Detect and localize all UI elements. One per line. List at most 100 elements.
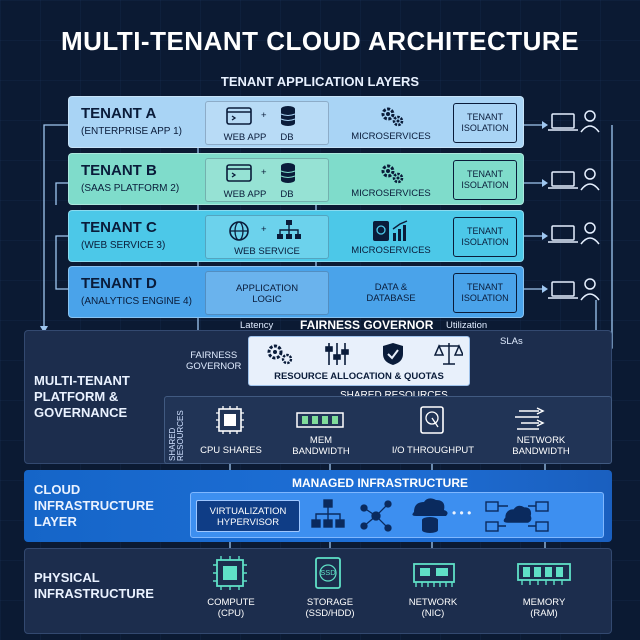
utilization-label: Utilization — [446, 320, 488, 331]
slas-label: SLAs — [500, 336, 523, 347]
shared-resources-box: SHARED RESOURCES CPU SHARES MEM BANDWIDT… — [164, 396, 612, 464]
tenant-isolation-box: TENANT ISOLATION — [453, 217, 517, 257]
left-connector — [43, 124, 68, 326]
scales-icon — [433, 343, 463, 365]
app-label: APPLICATION LOGIC — [235, 283, 299, 305]
tenant-description: (SAAS PLATFORM 2) — [81, 183, 180, 194]
plus-icon: + — [261, 167, 267, 178]
app-cell: + WEB SERVICE — [205, 215, 329, 259]
ellipsis-dots: • • • — [452, 506, 472, 520]
physical-infrastructure-panel — [24, 548, 612, 634]
app-label: WEB SERVICE — [234, 246, 300, 257]
isolation-label: TENANT ISOLATION — [461, 282, 509, 303]
diagram-title: MULTI-TENANT CLOUD ARCHITECTURE — [60, 26, 580, 56]
ssd-icon — [315, 557, 341, 589]
app-label: WEB APP — [223, 132, 267, 143]
memory-module-icon — [296, 412, 344, 428]
fairness-governor-side-label: FAIRNESS GOVERNOR — [186, 350, 242, 372]
database-icon — [280, 105, 296, 127]
sliders-icon — [325, 343, 349, 365]
network-nic-label: NETWORK (NIC) — [408, 597, 458, 619]
mem-bandwidth-label: MEM BANDWIDTH — [292, 435, 350, 457]
cpu-chip-icon — [213, 556, 247, 590]
managed-infrastructure-title: MANAGED INFRASTRUCTURE — [292, 476, 468, 490]
hard-drive-icon — [420, 406, 444, 434]
hierarchy-icon — [311, 499, 345, 528]
cloud-database-icon — [412, 498, 448, 533]
physical-icons — [213, 556, 571, 590]
globe-icon — [228, 220, 250, 242]
compute-cpu-label: COMPUTE (CPU) — [207, 597, 255, 619]
tenant-b-row: TENANT B (SAAS PLATFORM 2) + WEB APP DB … — [68, 153, 524, 205]
physical-layer-label: PHYSICAL INFRASTRUCTURE — [34, 570, 154, 601]
cpu-icon — [216, 406, 244, 434]
gears-icon — [379, 105, 405, 129]
microservices-label: MICROSERVICES — [351, 188, 431, 199]
platform-layer-label: MULTI-TENANT PLATFORM & GOVERNANCE — [34, 373, 130, 420]
network-tree-icon — [276, 219, 302, 241]
ram-icon — [517, 563, 571, 585]
tenant-description: (WEB SERVICE 3) — [81, 240, 166, 251]
database-icon — [280, 162, 296, 184]
virtualization-label: VIRTUALIZATION HYPERVISOR — [209, 506, 287, 528]
tenant-description: (ANALYTICS ENGINE 4) — [81, 296, 192, 307]
data-database-cell: DATA & DATABASE — [339, 271, 443, 315]
tenant-name: TENANT C — [81, 219, 157, 236]
plus-icon: + — [261, 224, 267, 235]
isolation-label: TENANT ISOLATION — [461, 226, 509, 247]
latency-label: Latency — [240, 320, 274, 331]
memory-ram-label: MEMORY (RAM) — [522, 597, 566, 619]
network-card-icon — [413, 563, 455, 587]
browser-icon — [226, 107, 252, 125]
node-graph-icon — [360, 500, 392, 532]
laptop-user-icon — [548, 222, 600, 245]
app-cell: + WEB APP DB — [205, 101, 329, 145]
tenant-d-row: TENANT D (ANALYTICS ENGINE 4) APPLICATIO… — [68, 266, 524, 318]
shared-resource-icons — [216, 406, 545, 434]
tenant-description: (ENTERPRISE APP 1) — [81, 126, 182, 137]
network-bandwidth-label: NETWORK BANDWIDTH — [512, 435, 570, 457]
server-chart-icon — [365, 219, 415, 243]
gears-icon — [267, 344, 293, 365]
tenant-a-row: TENANT A (ENTERPRISE APP 1) + WEB APP DB… — [68, 96, 524, 148]
virtualization-hypervisor-box: VIRTUALIZATION HYPERVISOR — [196, 500, 300, 532]
cloud-network-icon — [485, 501, 549, 532]
app-label: WEB APP — [223, 189, 267, 200]
cloud-layer-label: CLOUD INFRASTRUCTURE LAYER — [34, 482, 154, 529]
tenant-isolation-box: TENANT ISOLATION — [453, 160, 517, 200]
db-label: DB — [280, 132, 294, 143]
managed-infra-icons — [311, 498, 549, 533]
io-throughput-label: I/O THROUGHPUT — [391, 445, 475, 456]
tenant-c-row: TENANT C (WEB SERVICE 3) + WEB SERVICE M… — [68, 210, 524, 262]
shared-resources-title: SHARED RESOURCES — [340, 390, 448, 401]
microservices-cell: MICROSERVICES — [339, 101, 443, 145]
storage-label: STORAGE (SSD/HDD) — [305, 597, 355, 619]
user-endpoints — [548, 110, 600, 301]
app-cell: APPLICATION LOGIC — [205, 271, 329, 315]
isolation-label: TENANT ISOLATION — [461, 169, 509, 190]
db-label: DB — [280, 189, 294, 200]
isolation-label: TENANT ISOLATION — [461, 112, 509, 133]
laptop-user-icon — [548, 110, 600, 133]
browser-icon — [226, 164, 252, 182]
tenant-layers-heading: TENANT APPLICATION LAYERS — [220, 74, 420, 89]
microservices-label: MICROSERVICES — [351, 245, 431, 256]
ssd-label: SSD — [320, 568, 336, 577]
data-database-label: DATA & DATABASE — [366, 282, 416, 304]
microservices-label: MICROSERVICES — [351, 131, 431, 142]
tenant-isolation-box: TENANT ISOLATION — [453, 273, 517, 313]
resource-allocation-box: RESOURCE ALLOCATION & QUOTAS — [248, 336, 470, 386]
shield-check-icon — [383, 343, 403, 365]
laptop-user-icon — [548, 278, 600, 301]
microservices-cell: MICROSERVICES — [339, 158, 443, 202]
fairness-governor-title: FAIRNESS GOVERNOR — [300, 318, 434, 332]
resource-allocation-label: RESOURCE ALLOCATION & QUOTAS — [274, 371, 444, 382]
microservices-cell: MICROSERVICES — [339, 215, 443, 259]
gears-icon — [379, 162, 405, 186]
plus-icon: + — [261, 110, 267, 121]
app-cell: + WEB APP DB — [205, 158, 329, 202]
governance-icons — [267, 343, 463, 365]
cpu-shares-label: CPU SHARES — [200, 445, 262, 456]
tenant-name: TENANT A — [81, 105, 157, 122]
network-stream-icon — [515, 407, 545, 430]
